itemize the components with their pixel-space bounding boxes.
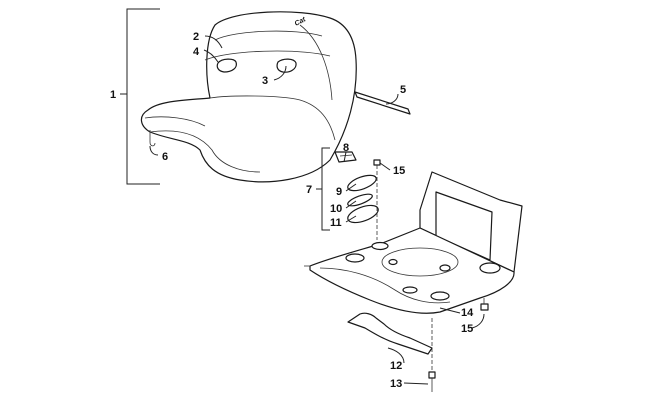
- seat-base-pan: [304, 171, 523, 314]
- callout-2: 2: [193, 31, 199, 43]
- callout-10: 10: [330, 203, 342, 215]
- callout-13: 13: [390, 378, 402, 390]
- bracket-1: [126, 8, 160, 185]
- callout-3: 3: [262, 75, 268, 87]
- strip-bracket: [347, 312, 433, 355]
- callout-7: 7: [306, 184, 312, 196]
- seat-grip-right: [276, 58, 297, 73]
- callout-5: 5: [400, 84, 406, 96]
- callout-12: 12: [390, 360, 402, 372]
- callout-1: 1: [110, 89, 116, 101]
- callout-15-lower: 15: [461, 323, 473, 335]
- seat-grip-left: [216, 58, 237, 73]
- callout-8: 8: [343, 142, 349, 154]
- callout-9: 9: [336, 186, 342, 198]
- callout-15-upper: 15: [393, 165, 405, 177]
- seat-logo: Cat: [294, 16, 308, 28]
- callout-6: 6: [162, 151, 168, 163]
- callout-14: 14: [461, 307, 474, 319]
- fastener: [428, 371, 436, 379]
- callout-11: 11: [330, 217, 342, 229]
- callout-4: 4: [193, 46, 200, 58]
- seat-assembly: Cat: [140, 11, 357, 183]
